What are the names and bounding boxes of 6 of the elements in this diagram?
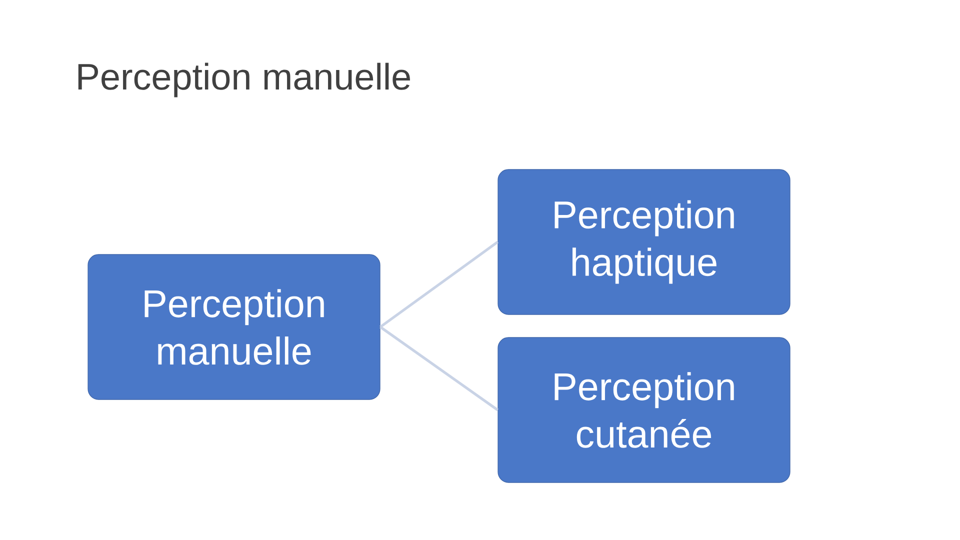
connector-line [380,326,498,412]
title: Perception manuelle [78,62,410,98]
process-box: Perception haptique [498,169,790,315]
process-box: Perception cutanée [498,337,790,483]
connector-line [380,240,498,328]
process-box: Perception manuelle [88,254,380,400]
